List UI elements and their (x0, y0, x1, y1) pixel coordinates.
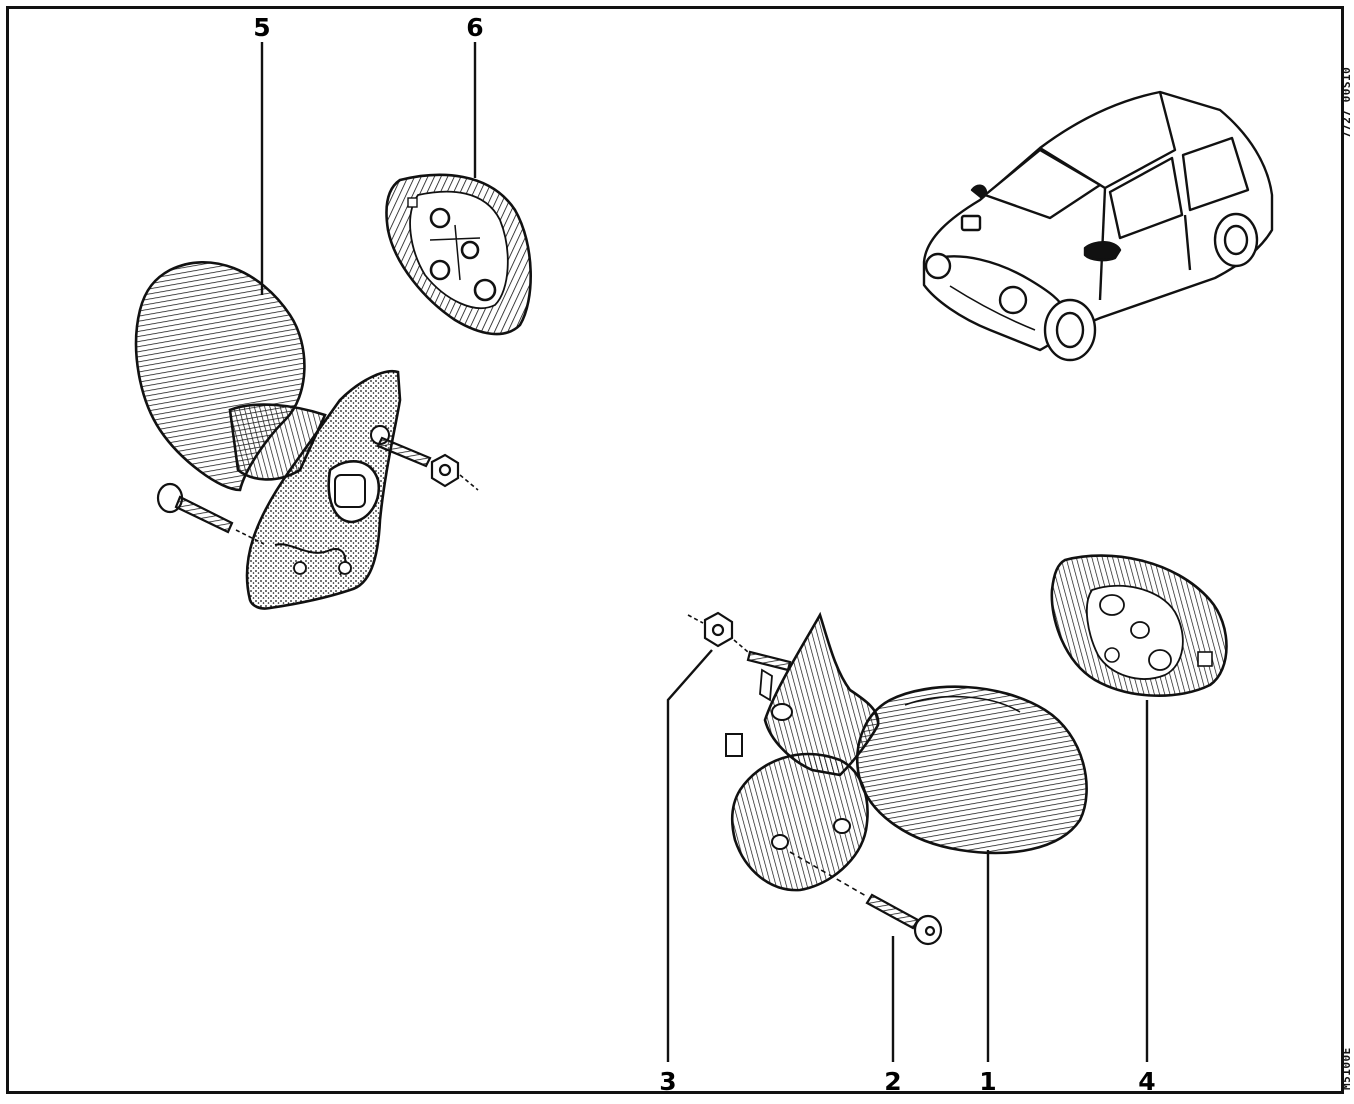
callout-6: 6 (466, 13, 483, 42)
callout-2: 2 (884, 1067, 901, 1096)
part-6-mirror-glass (385, 173, 532, 336)
leader-lines (260, 42, 1149, 1062)
part-1-mirror-housing (856, 685, 1088, 855)
part-4-mirror-glass (1050, 554, 1228, 697)
part-3-nut (687, 611, 792, 672)
callout-labels: 5 6 3 2 1 4 (253, 13, 1155, 1096)
callout-1: 1 (979, 1067, 996, 1096)
mirror-base-plate (725, 611, 880, 892)
side-code-top: 7727 00S10 (1340, 66, 1353, 138)
figure-frame (6, 6, 1344, 1094)
part-2-screw (789, 851, 943, 946)
part-5-mirror-assembly (134, 261, 402, 610)
callout-3: 3 (659, 1067, 676, 1096)
callout-5: 5 (253, 13, 270, 42)
car-illustration (922, 90, 1274, 362)
callout-4: 4 (1138, 1067, 1155, 1096)
part-5-fasteners (156, 436, 479, 545)
side-code-bottom: M5100E (1340, 1047, 1353, 1090)
